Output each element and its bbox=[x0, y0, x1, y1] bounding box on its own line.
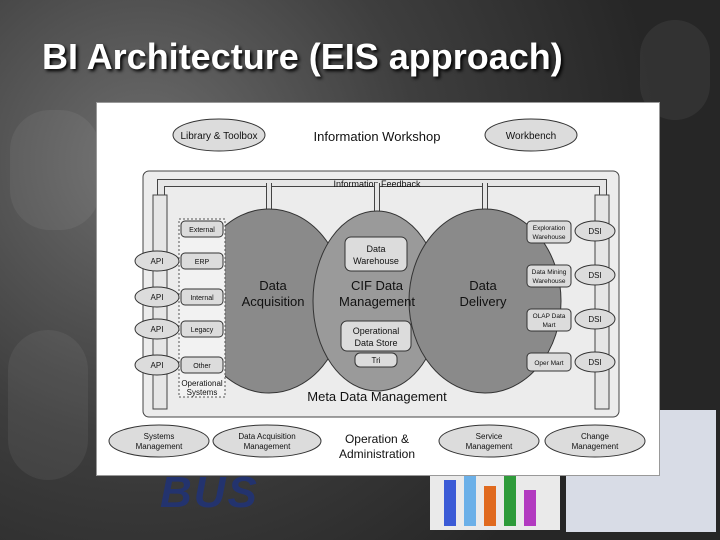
operational-systems-line1: Operational bbox=[181, 379, 223, 388]
service-mgmt-oval bbox=[438, 424, 540, 458]
information-workshop-label: Information Workshop bbox=[314, 129, 441, 144]
ods-line1: Operational bbox=[353, 326, 400, 336]
source-erp-label: ERP bbox=[195, 259, 210, 266]
library-toolbox-label: Library & Toolbox bbox=[180, 131, 257, 142]
dsi-oval-3 bbox=[574, 308, 616, 330]
source-legacy-label: Legacy bbox=[191, 327, 214, 334]
data-warehouse-line2: Warehouse bbox=[353, 256, 399, 266]
operation-line2: Administration bbox=[339, 447, 415, 461]
delivery-line2: Delivery bbox=[460, 294, 507, 309]
source-internal-label: Internal bbox=[190, 295, 214, 302]
acquisition-line1: Data bbox=[259, 278, 287, 293]
api-oval-2 bbox=[134, 286, 180, 308]
mart-olap-line2: Mart bbox=[543, 322, 556, 329]
architecture-diagram: Library & Toolbox Information Workshop W… bbox=[96, 102, 660, 476]
ods-cylinder bbox=[340, 320, 412, 352]
dsi-label-4: DSI bbox=[588, 358, 601, 367]
mart-oper bbox=[526, 352, 572, 372]
api-label-3: API bbox=[151, 325, 164, 334]
mart-data-mining-line1: Data Mining bbox=[532, 269, 567, 276]
service-mgmt-line2: Management bbox=[466, 442, 513, 451]
mart-oper-label: Oper Mart bbox=[534, 360, 563, 367]
puzzle-texture bbox=[10, 110, 100, 230]
data-acq-mgmt-oval bbox=[212, 424, 322, 458]
acquisition-line2: Acquisition bbox=[242, 294, 305, 309]
api-label-2: API bbox=[151, 293, 164, 302]
data-warehouse-cylinder bbox=[344, 236, 408, 272]
mart-data-mining bbox=[526, 264, 572, 288]
source-legacy bbox=[180, 320, 224, 338]
data-delivery-oval bbox=[408, 208, 562, 394]
systems-mgmt-line2: Management bbox=[136, 442, 183, 451]
api-label-4: API bbox=[151, 361, 164, 370]
data-warehouse-line1: Data bbox=[366, 244, 385, 254]
meta-data-label: Meta Data Management bbox=[307, 389, 447, 404]
tri-cylinder bbox=[354, 352, 398, 368]
source-other bbox=[180, 356, 224, 374]
change-mgmt-line2: Management bbox=[572, 442, 619, 451]
workbench-oval bbox=[484, 118, 578, 152]
api-oval-1 bbox=[134, 250, 180, 272]
decorative-logo-image: BUS bbox=[160, 468, 259, 517]
feedback-band-inner bbox=[158, 180, 606, 195]
bar-chart-illustration bbox=[444, 468, 536, 526]
mart-olap-line1: OLAP Data bbox=[533, 313, 566, 320]
operational-systems-line2: Systems bbox=[187, 388, 218, 397]
workbench-label: Workbench bbox=[506, 131, 556, 142]
source-other-label: Other bbox=[193, 363, 211, 370]
api-label-1: API bbox=[151, 257, 164, 266]
change-mgmt-line1: Change bbox=[581, 432, 610, 441]
tri-label: Tri bbox=[371, 356, 380, 365]
mart-exploration bbox=[526, 220, 572, 244]
mart-data-mining-line2: Warehouse bbox=[533, 278, 566, 285]
dsi-label-3: DSI bbox=[588, 315, 601, 324]
mart-exploration-line1: Exploration bbox=[533, 225, 566, 232]
dsi-label-2: DSI bbox=[588, 271, 601, 280]
api-oval-4 bbox=[134, 354, 180, 376]
dsi-oval-1 bbox=[574, 220, 616, 242]
architecture-diagram-svg: Library & Toolbox Information Workshop W… bbox=[108, 118, 646, 461]
change-mgmt-oval bbox=[544, 424, 646, 458]
operation-line1: Operation & bbox=[345, 432, 409, 446]
systems-mgmt-line1: Systems bbox=[144, 432, 175, 441]
dsi-oval-2 bbox=[574, 264, 616, 286]
systems-mgmt-oval bbox=[108, 424, 210, 458]
cif-line2: Management bbox=[339, 294, 415, 309]
dsi-oval-4 bbox=[574, 351, 616, 373]
service-mgmt-line1: Service bbox=[476, 432, 503, 441]
api-oval-3 bbox=[134, 318, 180, 340]
slide-title: BI Architecture (EIS approach) bbox=[42, 36, 563, 77]
delivery-line1: Data bbox=[469, 278, 497, 293]
mart-olap bbox=[526, 308, 572, 332]
ods-line2: Data Store bbox=[354, 338, 397, 348]
source-external-label: External bbox=[189, 227, 215, 234]
puzzle-texture bbox=[8, 330, 88, 480]
library-toolbox-oval bbox=[172, 118, 266, 152]
data-acq-mgmt-line2: Management bbox=[244, 442, 291, 451]
cif-line1: CIF Data bbox=[351, 278, 404, 293]
dsi-label-1: DSI bbox=[588, 227, 601, 236]
source-erp bbox=[180, 252, 224, 270]
source-external bbox=[180, 220, 224, 238]
data-acq-mgmt-line1: Data Acquisition bbox=[238, 432, 295, 441]
mart-exploration-line2: Warehouse bbox=[533, 234, 566, 241]
source-internal bbox=[180, 288, 224, 306]
